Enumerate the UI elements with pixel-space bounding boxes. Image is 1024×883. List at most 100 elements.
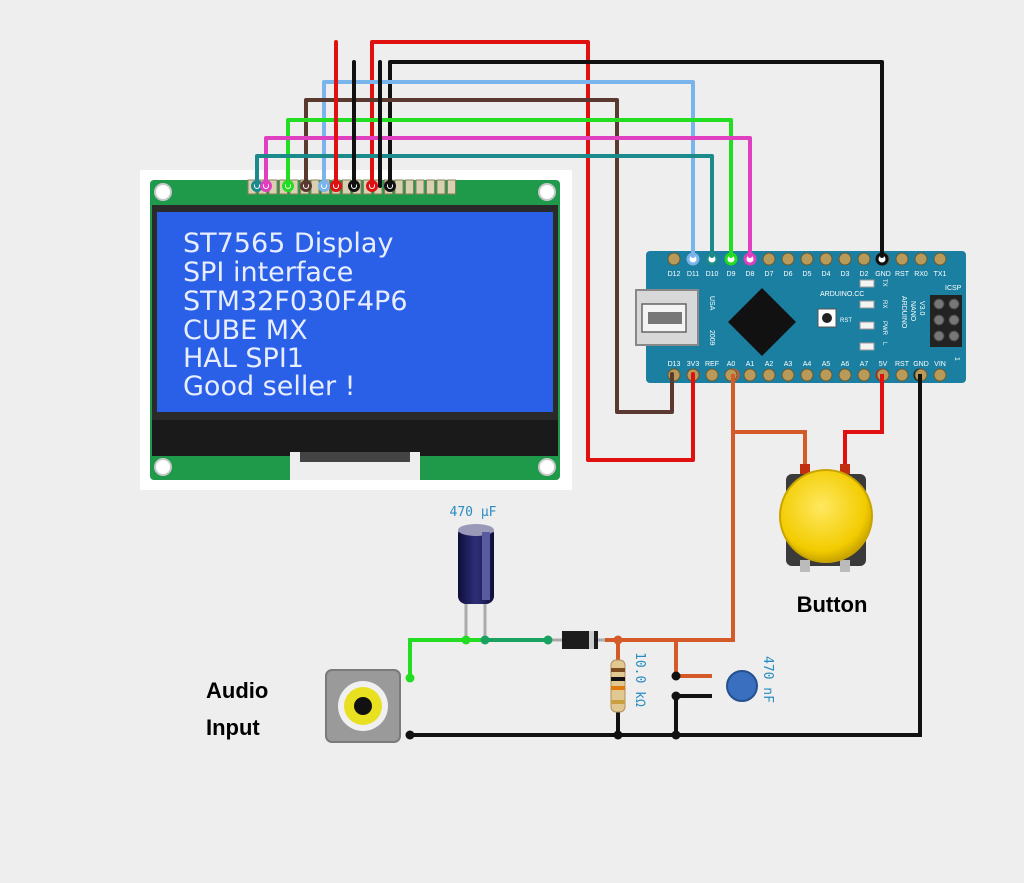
nano-bottom-pin-label: GND — [913, 361, 929, 368]
nano-top-pin-label: D10 — [706, 271, 719, 278]
icsp-pin — [948, 298, 960, 310]
button-cap — [779, 469, 873, 563]
junction-dot — [480, 635, 490, 645]
wire-magenta-d8 — [264, 136, 752, 258]
nano-bottom-pin-label: VIN — [934, 361, 946, 368]
year-label: 2009 — [708, 330, 715, 346]
nano-bottom-pin-label: A2 — [765, 361, 774, 368]
resistor: 10.0 kΩ — [610, 652, 647, 713]
nano-bottom-pin-a6 — [838, 368, 852, 382]
status-led-label: L — [881, 342, 887, 346]
resistor-band — [611, 668, 625, 672]
nano-top-pin-label: RX0 — [914, 271, 928, 278]
lcd-screen — [157, 212, 553, 412]
mount-hole — [154, 458, 172, 476]
junction-dot — [671, 730, 681, 740]
wire-teal-d10 — [255, 154, 714, 258]
nano-status-leds: TX RX PWR L — [859, 279, 887, 351]
nano-top-pin-d3 — [838, 252, 852, 266]
nano-top-pin-tx1 — [933, 252, 947, 266]
junction-dot — [671, 691, 681, 701]
nano-bottom-pin-a7 — [857, 368, 871, 382]
nano-top-pin-label: D6 — [784, 271, 793, 278]
resistor-value-label: 10.0 kΩ — [632, 652, 647, 707]
ceramic-capacitor: 470 nF — [726, 656, 775, 703]
lcd-header-pin — [310, 179, 320, 195]
nano-bottom-pin-a5 — [819, 368, 833, 382]
nano-bottom-pin-label: A6 — [841, 361, 850, 368]
status-led-label: RX — [881, 300, 887, 308]
nano-bottom-pin-label: A5 — [822, 361, 831, 368]
nano-bottom-pin-label: A4 — [803, 361, 812, 368]
nano-top-pin-d5 — [800, 252, 814, 266]
mount-hole — [538, 183, 556, 201]
nano-top-pin-rx0 — [914, 252, 928, 266]
icsp-pins — [933, 298, 960, 342]
icsp-pin1-label: 1 — [953, 357, 960, 361]
nano-bottom-pin-label: REF — [705, 361, 719, 368]
nano-top-pin-d2 — [857, 252, 871, 266]
nano-model-line-3: V3.0 — [918, 301, 925, 316]
nano-top-pin-rst — [895, 252, 909, 266]
push-button: Button — [731, 374, 884, 617]
icsp-label: ICSP — [945, 285, 962, 292]
nano-bottom-pin-label: RST — [895, 361, 910, 368]
nano-board — [646, 251, 966, 383]
junction-dot — [613, 730, 623, 740]
mount-hole — [154, 183, 172, 201]
lcd-header-pin — [447, 179, 456, 195]
electrolytic-value-label: 470 µF — [450, 505, 497, 520]
icsp-pin — [948, 314, 960, 326]
icsp-pin — [933, 330, 945, 342]
junction-dots — [405, 635, 681, 740]
button-pin-bottom — [840, 560, 850, 572]
reset-button-knob — [822, 313, 832, 323]
status-led — [859, 300, 875, 309]
usa-label: USA — [708, 296, 715, 311]
arduino-site-label: ARDUINO.CC — [820, 291, 864, 298]
resistor-band — [611, 686, 625, 690]
wire-audio-signal — [408, 638, 548, 678]
nano-top-pin-label: D4 — [822, 271, 831, 278]
nano-bottom-pin-label: 3V3 — [687, 361, 700, 368]
nano-bottom-pin-a4 — [800, 368, 814, 382]
rst-label: RST — [840, 318, 852, 324]
nano-model-line-2: NANO — [909, 301, 916, 322]
icsp-pin — [948, 330, 960, 342]
wire-blue-d11 — [322, 80, 695, 258]
nano-top-pin-label: D3 — [841, 271, 850, 278]
status-led — [859, 279, 875, 288]
lcd-header-pin — [394, 179, 404, 195]
nano-top-pin-label: D7 — [765, 271, 774, 278]
lcd-text-line-1: ST7565 Display — [183, 228, 393, 259]
nano-bottom-pin-vin — [933, 368, 947, 382]
lcd-header-pin — [405, 179, 414, 195]
status-led-label: PWR — [881, 321, 887, 336]
wire-brown-d13 — [304, 98, 674, 414]
lcd-flex-cable — [300, 452, 410, 462]
junction-dot — [405, 673, 415, 683]
lcd-text-line-3: STM32F030F4P6 — [183, 286, 408, 317]
nano-bottom-pin-a2 — [762, 368, 776, 382]
usb-port-tongue — [648, 312, 682, 324]
nano-top-pin-label: D9 — [727, 271, 736, 278]
resistor-band — [611, 700, 625, 704]
nano-bottom-pin-rst — [895, 368, 909, 382]
audio-input-circuit: 470 µF 10.0 kΩ 470 nF Audio — [206, 374, 922, 743]
nano-bottom-pin-label: A1 — [746, 361, 755, 368]
nano-bottom-pin-label: A7 — [860, 361, 869, 368]
wire-green-d9 — [286, 118, 733, 258]
electrolytic-capacitor: 470 µF — [450, 505, 497, 640]
nano-bottom-pin-ref — [705, 368, 719, 382]
junction-dot — [405, 730, 415, 740]
nano-top-pin-label: D2 — [860, 271, 869, 278]
lcd-text-line-4: CUBE MX — [183, 315, 308, 346]
nano-top-pin-label: D8 — [746, 271, 755, 278]
ceramic-disc — [726, 670, 758, 702]
status-led-label: TX — [881, 279, 887, 287]
button-pin — [800, 464, 810, 476]
nano-bottom-pin-label: A3 — [784, 361, 793, 368]
junction-dot — [671, 671, 681, 681]
junction-dot — [543, 635, 553, 645]
